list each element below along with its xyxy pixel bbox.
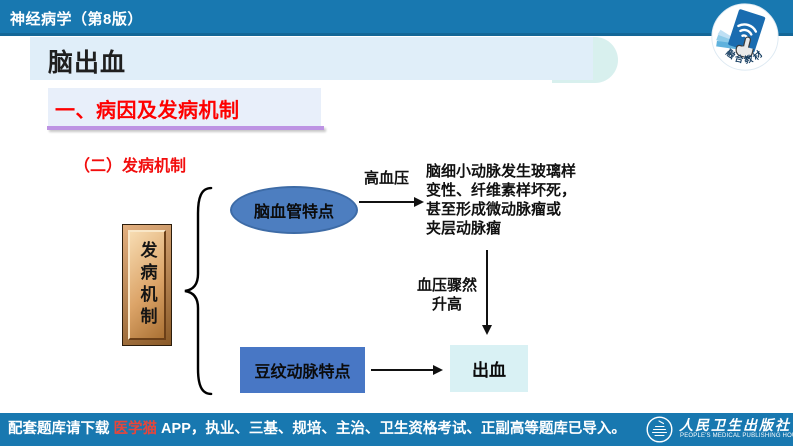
fusion-badge: 融合教材: [711, 3, 779, 71]
publisher-name-cn: 人民卫生出版社: [679, 418, 791, 434]
hemorrhage-node-label: 出血: [472, 361, 506, 380]
hypertension-label: 高血压: [364, 170, 410, 187]
bp-surge-arrow: [482, 250, 492, 335]
section-heading: 一、病因及发病机制: [55, 100, 240, 122]
publisher-ship-icon: [646, 416, 673, 443]
promo-text: 配套题库请下载 医学猫 APP，执业、三基、规培、主治、卫生资格考试、正副高等题…: [8, 413, 626, 446]
vessel-node-label: 脑血管特点: [253, 204, 334, 221]
pathology-line: 夹层动脉瘤: [426, 220, 502, 237]
bp-surge-line: 血压骤然: [416, 277, 477, 294]
promo-highlight: 医学猫: [113, 421, 158, 437]
footer-bar: 配套题库请下载 医学猫 APP，执业、三基、规培、主治、卫生资格考试、正副高等题…: [0, 413, 793, 446]
mechanism-label: 发病机制: [137, 241, 157, 329]
book-title: 神经病学（第8版）: [10, 11, 143, 28]
bp-surge-line: 升高: [431, 296, 462, 313]
heading-underline: [47, 126, 324, 130]
title-bar: 脑出血: [30, 37, 593, 80]
promo-before: 配套题库请下载: [8, 421, 114, 437]
hemorrhage-node: 出血: [450, 345, 528, 392]
subsection-heading: （二）发病机制: [74, 158, 187, 175]
promo-after: APP，执业、三基、规培、主治、卫生资格考试、正副高等题库已导入。: [157, 421, 626, 437]
pathology-line: 脑细小动脉发生玻璃样: [426, 163, 577, 180]
vessel-node: 脑血管特点: [230, 186, 358, 234]
pathology-text: 脑细小动脉发生玻璃样 变性、纤维素样坏死， 甚至形成微动脉瘤或 夹层动脉瘤: [426, 162, 576, 238]
bp-surge-label: 血压骤然 升高: [410, 276, 484, 314]
mechanism-box: 发病机制: [122, 224, 172, 346]
mechanism-box-inner: 发病机制: [128, 230, 166, 340]
publisher-name-en: PEOPLE'S MEDICAL PUBLISHING HOUSE: [680, 433, 793, 439]
lenticulostriate-arrow: [371, 365, 443, 375]
pathology-line: 甚至形成微动脉瘤或: [426, 201, 562, 218]
pathology-line: 变性、纤维素样坏死，: [426, 182, 577, 199]
section-heading-bar: 一、病因及发病机制: [48, 88, 321, 126]
hand-pointer-icon: [735, 36, 754, 59]
lenticulostriate-node: 豆纹动脉特点: [240, 347, 365, 393]
brace-icon: [184, 186, 213, 396]
page-title: 脑出血: [48, 49, 127, 77]
lenticulostriate-node-label: 豆纹动脉特点: [254, 364, 351, 381]
hypertension-arrow: [359, 197, 424, 207]
top-bar: 神经病学（第8版）: [0, 0, 793, 36]
